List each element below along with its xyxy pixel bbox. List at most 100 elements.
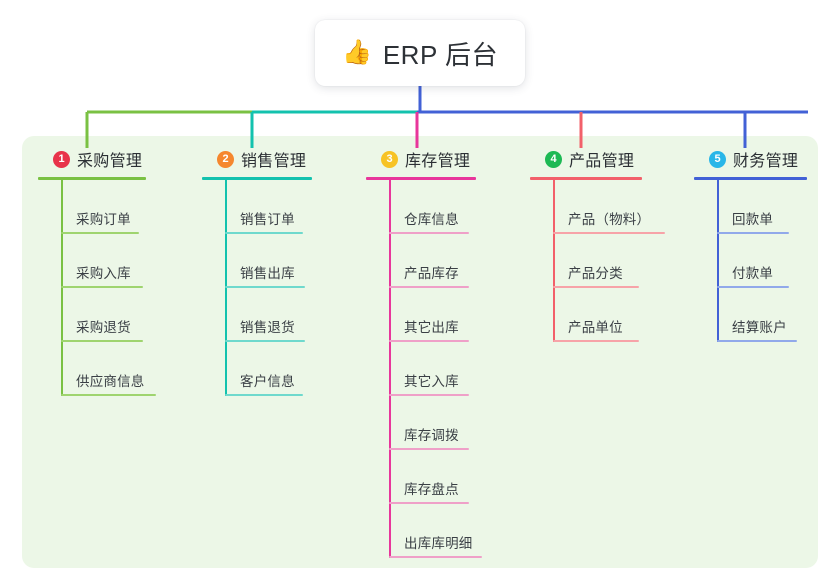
branch-leaf-underline: [717, 232, 789, 234]
branch-leaf-label: 产品单位: [568, 320, 623, 335]
branch-badge-3: 3: [381, 150, 398, 168]
branch-leaf-underline: [61, 394, 156, 396]
branch-leaf-label: 付款单: [732, 266, 774, 281]
branch-leaf-underline: [717, 340, 797, 342]
branch-leaf-label: 其它入库: [404, 374, 459, 389]
branch-leaf-underline: [225, 340, 305, 342]
branch-leaf-underline: [553, 232, 665, 234]
branch-leaf[interactable]: 产品单位: [530, 288, 642, 342]
branch-badge-2: 2: [217, 150, 234, 168]
branch-leaf-underline: [389, 556, 482, 558]
branch-leaf-label: 采购退货: [76, 320, 131, 335]
branch-leaf[interactable]: 采购入库: [38, 234, 146, 288]
branch-leaf-label: 库存盘点: [404, 482, 459, 497]
branch-badge-4: 4: [545, 150, 562, 168]
branch-leaf-underline: [389, 448, 469, 450]
branch-leaf-label: 其它出库: [404, 320, 459, 335]
branch-leaf-label: 回款单: [732, 212, 774, 227]
branch-trunk-2: [225, 180, 227, 396]
branch-title-1: 采购管理: [77, 153, 143, 170]
branch-column-5: 5 财务管理回款单付款单结算账户: [694, 147, 807, 342]
branch-trunk-5: [717, 180, 719, 342]
branch-leaf-underline: [389, 232, 469, 234]
branch-underline-5: [694, 177, 807, 180]
branch-leaf-label: 销售订单: [240, 212, 295, 227]
branch-leaf-underline: [389, 394, 469, 396]
branch-trunk-1: [61, 180, 63, 396]
branch-leaf-label: 销售出库: [240, 266, 295, 281]
branch-leaf-underline: [389, 286, 469, 288]
branch-leaf-label: 产品分类: [568, 266, 623, 281]
branch-children-1: 采购订单采购入库采购退货供应商信息: [38, 180, 156, 396]
branch-underline-4: [530, 177, 642, 180]
branch-children-2: 销售订单销售出库销售退货客户信息: [202, 180, 312, 396]
branch-leaf[interactable]: 销售出库: [202, 234, 312, 288]
branch-badge-5: 5: [709, 150, 726, 168]
branch-leaf-underline: [225, 286, 305, 288]
branch-leaf[interactable]: 仓库信息: [366, 180, 476, 234]
branch-leaf-underline: [389, 502, 469, 504]
branch-leaf[interactable]: 销售退货: [202, 288, 312, 342]
branch-leaf-underline: [61, 286, 143, 288]
branch-header-4[interactable]: 4 产品管理: [530, 147, 642, 171]
branch-leaf[interactable]: 回款单: [694, 180, 807, 234]
branch-leaf-label: 产品库存: [404, 266, 459, 281]
branch-leaf[interactable]: 采购订单: [38, 180, 146, 234]
branch-title-4: 产品管理: [569, 153, 635, 170]
branch-children-4: 产品（物料） 产品分类产品单位: [530, 180, 665, 342]
branch-trunk-4: [553, 180, 555, 342]
branch-leaf[interactable]: 客户信息: [202, 342, 312, 396]
branch-leaf[interactable]: 产品（物料）: [530, 180, 665, 234]
branch-trunk-3: [389, 180, 391, 558]
branch-leaf[interactable]: 付款单: [694, 234, 807, 288]
branch-leaf-underline: [225, 232, 303, 234]
branch-leaf[interactable]: 供应商信息: [38, 342, 156, 396]
branch-leaf[interactable]: 库存调拨: [366, 396, 476, 450]
branch-leaf-underline: [225, 394, 303, 396]
branch-leaf-label: 结算账户: [732, 320, 787, 335]
branch-underline-3: [366, 177, 476, 180]
branch-leaf-label: 客户信息: [240, 374, 295, 389]
thumbs-up-icon: 👍: [341, 39, 372, 66]
branch-column-4: 4 产品管理产品（物料） 产品分类产品单位: [530, 147, 665, 342]
branch-leaf-label: 库存调拨: [404, 428, 459, 443]
branch-leaf-underline: [61, 232, 139, 234]
branch-children-5: 回款单付款单结算账户: [694, 180, 807, 342]
root-node[interactable]: 👍 ERP 后台: [315, 20, 525, 86]
branch-leaf[interactable]: 销售订单: [202, 180, 312, 234]
branch-leaf-label: 采购订单: [76, 212, 131, 227]
branch-leaf-underline: [553, 286, 639, 288]
branch-leaf-label: 出库库明细: [404, 536, 473, 551]
branch-leaf-label: 采购入库: [76, 266, 131, 281]
branch-leaf-underline: [61, 340, 143, 342]
branch-leaf[interactable]: 其它入库: [366, 342, 476, 396]
branch-leaf-label: 产品（物料）: [568, 212, 651, 227]
branch-leaf[interactable]: 产品分类: [530, 234, 642, 288]
branch-leaf[interactable]: 其它出库: [366, 288, 476, 342]
branch-leaf-label: 销售退货: [240, 320, 295, 335]
branch-leaf-underline: [717, 286, 789, 288]
branch-underline-2: [202, 177, 312, 180]
branch-children-3: 仓库信息产品库存其它出库其它入库库存调拨库存盘点出库库明细: [366, 180, 482, 558]
root-node-label: ERP 后台: [382, 39, 499, 70]
branch-underline-1: [38, 177, 146, 180]
branch-leaf[interactable]: 采购退货: [38, 288, 146, 342]
branch-leaf-label: 供应商信息: [76, 374, 145, 389]
branch-leaf[interactable]: 库存盘点: [366, 450, 476, 504]
diagram-background-panel: [22, 136, 818, 568]
branch-header-5[interactable]: 5 财务管理: [694, 147, 807, 171]
branch-leaf-label: 仓库信息: [404, 212, 459, 227]
branch-leaf[interactable]: 结算账户: [694, 288, 807, 342]
branch-leaf[interactable]: 产品库存: [366, 234, 476, 288]
branch-leaf-underline: [553, 340, 639, 342]
branch-leaf[interactable]: 出库库明细: [366, 504, 482, 558]
branch-title-5: 财务管理: [733, 153, 799, 170]
root-node-content: 👍 ERP 后台: [342, 35, 498, 72]
